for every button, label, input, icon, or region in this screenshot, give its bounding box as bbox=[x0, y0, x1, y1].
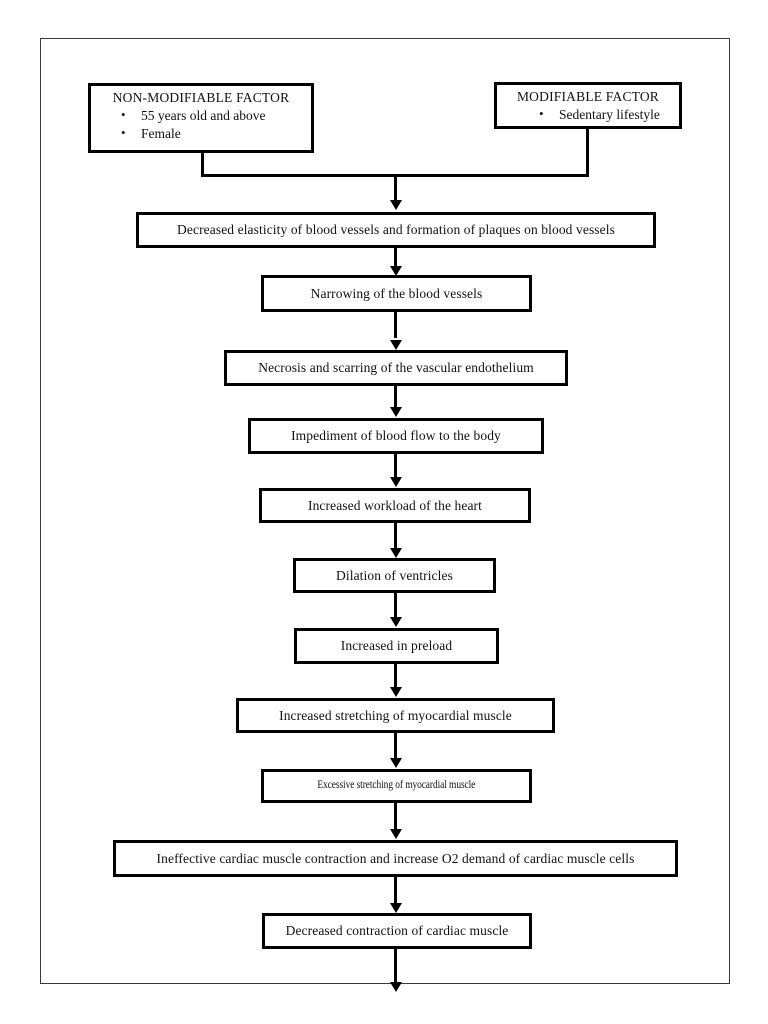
bullet-icon: • bbox=[539, 106, 544, 122]
arrow-head-icon bbox=[390, 687, 402, 697]
arrow-head-icon bbox=[390, 477, 402, 487]
connector-10-11 bbox=[394, 877, 397, 905]
non-modifiable-factor-list: • 55 years old and above • Female bbox=[97, 107, 305, 142]
flow-node-step-1[interactable]: Decreased elasticity of blood vessels an… bbox=[136, 212, 656, 248]
list-item: • 55 years old and above bbox=[97, 107, 305, 125]
flow-node-step-3[interactable]: Necrosis and scarring of the vascular en… bbox=[224, 350, 568, 386]
flow-node-step-7[interactable]: Increased in preload bbox=[294, 628, 499, 664]
arrow-head-icon bbox=[390, 982, 402, 992]
connector-9-10 bbox=[394, 803, 397, 831]
flow-node-step-11[interactable]: Decreased contraction of cardiac muscle bbox=[262, 913, 532, 949]
flow-node-label: Decreased elasticity of blood vessels an… bbox=[177, 222, 615, 238]
modifiable-factor-title: MODIFIABLE FACTOR bbox=[516, 89, 660, 104]
bullet-icon: • bbox=[121, 124, 126, 140]
connector-outflow bbox=[394, 949, 397, 988]
arrow-head-icon bbox=[390, 200, 402, 210]
modifiable-factor-list: • Sedentary lifestyle bbox=[503, 106, 673, 124]
connector-6-7 bbox=[394, 593, 397, 618]
flow-node-step-5[interactable]: Increased workload of the heart bbox=[259, 488, 531, 523]
flow-node-label: Narrowing of the blood vessels bbox=[310, 285, 483, 301]
list-item-label: Female bbox=[141, 125, 181, 141]
modifiable-factor-box[interactable]: MODIFIABLE FACTOR • Sedentary lifestyle bbox=[494, 82, 682, 129]
flow-node-label: Excessive stretching of myocardial muscl… bbox=[317, 779, 476, 792]
connector-1-2 bbox=[394, 248, 397, 271]
flow-node-step-8[interactable]: Increased stretching of myocardial muscl… bbox=[236, 698, 555, 733]
flow-node-step-4[interactable]: Impediment of blood flow to the body bbox=[248, 418, 544, 454]
list-item: • Sedentary lifestyle bbox=[503, 106, 673, 124]
list-item: • Female bbox=[97, 125, 305, 143]
connector-4-5 bbox=[394, 454, 397, 478]
flow-node-label: Increased stretching of myocardial muscl… bbox=[279, 707, 512, 723]
arrow-head-icon bbox=[390, 758, 402, 768]
connector-nonmodifiable-drop bbox=[201, 153, 204, 177]
flow-node-label: Increased in preload bbox=[340, 638, 453, 654]
connector-2-3 bbox=[394, 312, 397, 338]
flow-node-label: Dilation of ventricles bbox=[336, 567, 453, 583]
non-modifiable-factor-box[interactable]: NON-MODIFIABLE FACTOR • 55 years old and … bbox=[88, 83, 314, 153]
list-item-label: 55 years old and above bbox=[141, 108, 266, 124]
connector-merge-stem bbox=[394, 174, 397, 202]
list-item-label: Sedentary lifestyle bbox=[559, 107, 660, 123]
connector-3-4 bbox=[394, 386, 397, 410]
connector-5-6 bbox=[394, 523, 397, 550]
arrow-head-icon bbox=[390, 548, 402, 558]
flow-node-label: Increased workload of the heart bbox=[307, 497, 483, 513]
flow-node-step-10[interactable]: Ineffective cardiac muscle contraction a… bbox=[113, 840, 678, 877]
flow-node-step-6[interactable]: Dilation of ventricles bbox=[293, 558, 496, 593]
arrow-head-icon bbox=[390, 407, 402, 417]
flow-node-label: Necrosis and scarring of the vascular en… bbox=[258, 360, 534, 376]
arrow-head-icon bbox=[390, 903, 402, 913]
bullet-icon: • bbox=[121, 107, 126, 123]
flow-node-step-9[interactable]: Excessive stretching of myocardial muscl… bbox=[261, 769, 532, 803]
flow-node-label: Decreased contraction of cardiac muscle bbox=[285, 923, 509, 939]
non-modifiable-factor-title: NON-MODIFIABLE FACTOR bbox=[112, 90, 290, 105]
connector-modifiable-drop bbox=[586, 129, 589, 177]
flow-node-step-2[interactable]: Narrowing of the blood vessels bbox=[261, 275, 532, 312]
arrow-head-icon bbox=[390, 829, 402, 839]
arrow-head-icon bbox=[390, 266, 402, 276]
connector-8-9 bbox=[394, 733, 397, 760]
flow-node-label: Impediment of blood flow to the body bbox=[291, 428, 501, 444]
flow-node-label: Ineffective cardiac muscle contraction a… bbox=[156, 850, 635, 866]
arrow-head-icon bbox=[390, 340, 402, 350]
arrow-head-icon bbox=[390, 617, 402, 627]
connector-7-8 bbox=[394, 664, 397, 689]
